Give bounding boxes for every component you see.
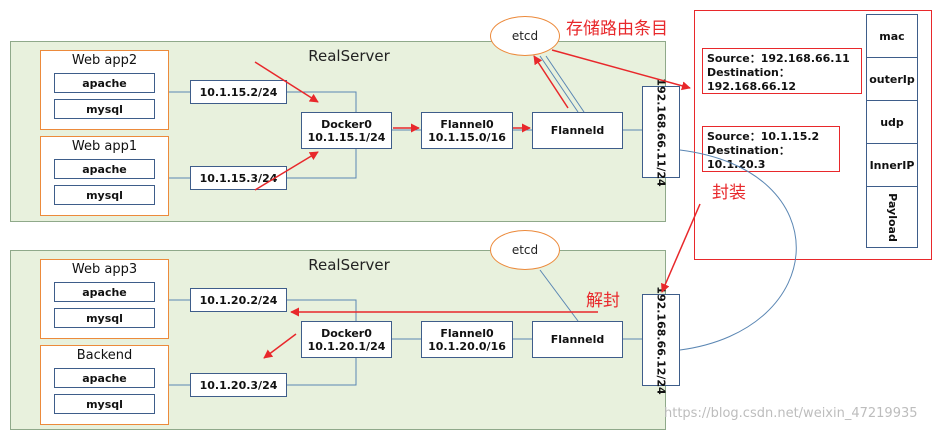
docker0-box: Docker0 10.1.15.1/24: [301, 112, 392, 149]
red-arrows-bottom: [263, 307, 598, 359]
component-apache: apache: [54, 73, 155, 93]
app-title: Web app2: [71, 53, 138, 68]
container-ip-box: 10.1.20.2/24: [190, 288, 287, 312]
header-innerip: InnerIP: [867, 144, 917, 187]
component-apache: apache: [54, 368, 155, 388]
container-ip-box: 10.1.15.2/24: [190, 80, 287, 104]
realserver-bottom-title: RealServer: [308, 256, 390, 274]
container-ip-box: 10.1.20.3/24: [190, 373, 287, 397]
header-udp: udp: [867, 101, 917, 144]
docker0-name: Docker0: [321, 117, 372, 131]
bottom-connectors: [169, 269, 642, 386]
outer-packet-box: Source：192.168.66.11 Destination：192.168…: [702, 48, 862, 94]
app-title: Web app3: [71, 262, 138, 277]
flannel0-box: Flannel0 10.1.20.0/16: [421, 321, 513, 358]
label-decapsulate: 解封: [586, 291, 620, 311]
label-store-route: 存储路由条目: [566, 19, 668, 39]
component-mysql: mysql: [54, 185, 155, 205]
app-web-app1: Web app1 apache mysql: [40, 136, 169, 216]
app-backend: Backend apache mysql: [40, 345, 169, 425]
host-ip-box: 192.168.66.12/24: [642, 286, 680, 394]
inner-destination: Destination：10.1.20.3: [707, 144, 790, 171]
flannel0-box: Flannel0 10.1.15.0/16: [421, 112, 513, 149]
component-apache: apache: [54, 159, 155, 179]
etcd-bottom: etcd: [490, 230, 560, 270]
tunnel-curve: [679, 149, 797, 351]
flanneld-box: Flanneld: [532, 112, 623, 149]
app-web-app2: Web app2 apache mysql: [40, 50, 169, 130]
label-encapsulate: 封装: [712, 183, 746, 203]
container-ip-box: 10.1.15.3/24: [190, 166, 287, 190]
realserver-top-title: RealServer: [308, 47, 390, 65]
outer-destination: Destination：192.168.66.12: [707, 66, 797, 93]
outer-source: Source：192.168.66.11: [707, 52, 850, 65]
flannel0-name: Flannel0: [440, 326, 494, 340]
header-mac: mac: [867, 15, 917, 58]
top-connectors: [169, 55, 642, 179]
app-title: Backend: [76, 348, 133, 363]
component-mysql: mysql: [54, 308, 155, 328]
component-apache: apache: [54, 282, 155, 302]
docker0-box: Docker0 10.1.20.1/24: [301, 321, 392, 358]
host-ip-box: 192.168.66.11/24: [642, 78, 680, 186]
app-web-app3: Web app3 apache mysql: [40, 259, 169, 339]
app-title: Web app1: [71, 139, 138, 154]
component-mysql: mysql: [54, 99, 155, 119]
flannel0-name: Flannel0: [440, 117, 494, 131]
inner-source: Source：10.1.15.2: [707, 130, 820, 143]
etcd-top: etcd: [490, 16, 560, 56]
red-arrows-top: [254, 49, 701, 293]
packet-header-stack: mac outerIp udp InnerIP Payload: [866, 14, 918, 248]
docker0-ip: 10.1.20.1/24: [307, 339, 386, 353]
docker0-name: Docker0: [321, 326, 372, 340]
flannel0-ip: 10.1.15.0/16: [428, 130, 506, 144]
inner-packet-box: Source：10.1.15.2 Destination：10.1.20.3: [702, 126, 840, 172]
watermark: https://blog.csdn.net/weixin_47219935: [664, 406, 918, 421]
docker0-ip: 10.1.15.1/24: [307, 130, 386, 144]
header-outerip: outerIp: [867, 58, 917, 101]
flanneld-box: Flanneld: [532, 321, 623, 358]
flannel0-ip: 10.1.20.0/16: [428, 339, 506, 353]
component-mysql: mysql: [54, 394, 155, 414]
